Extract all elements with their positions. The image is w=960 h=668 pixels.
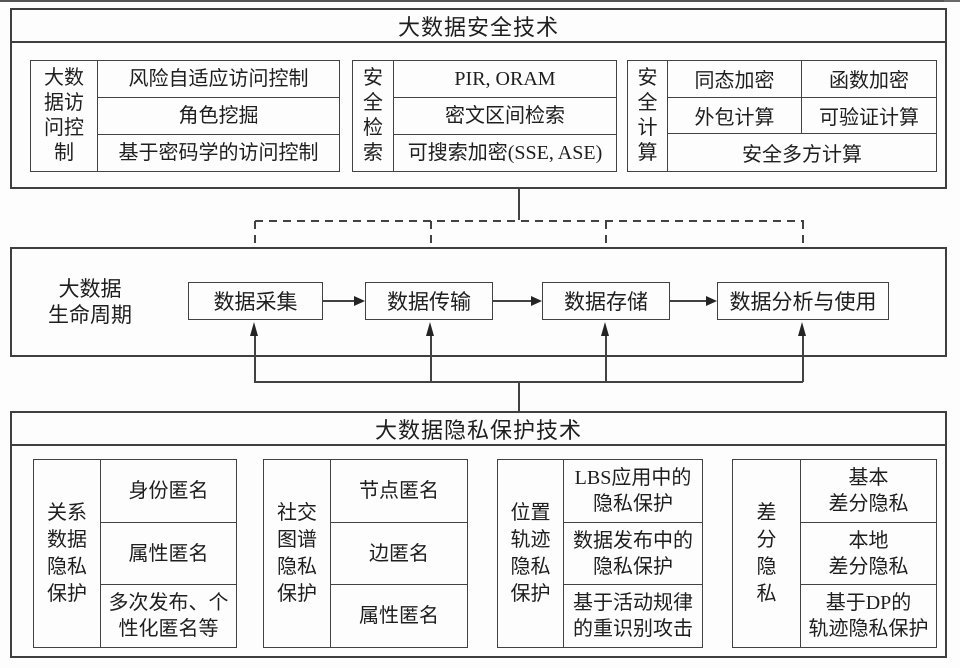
privacy-cell: 属性匿名	[359, 605, 439, 628]
social-graph-privacy-group: 社交 图谱 隐私 保护 节点匿名 边匿名 属性匿名	[263, 459, 468, 648]
secure-computation-grid: 同态加密 函数加密 外包计算 可验证计算 安全多方计算	[668, 61, 936, 171]
social-graph-privacy-rows: 节点匿名 边匿名 属性匿名	[331, 460, 467, 647]
privacy-panel-title: 大数据隐私保护技术	[12, 413, 945, 446]
privacy-cell: 本地 差分隐私	[801, 523, 936, 586]
privacy-cell: 边匿名	[331, 523, 467, 586]
lifecycle-label: 大数据 生命周期	[48, 277, 132, 327]
privacy-cell: 多次发布、个 性化匿名等	[108, 592, 229, 641]
privacy-cell: 数据发布中的 隐私保护	[564, 523, 702, 586]
tech-cell: PIR, ORAM	[394, 61, 616, 98]
right-arrow-icon	[531, 296, 542, 306]
access-control-rows: 风险自适应访问控制 角色挖掘 基于密码学的访问控制	[98, 61, 339, 171]
tech-cell: 外包计算	[668, 97, 802, 135]
privacy-cell: 基于活动规律 的重识别攻击	[573, 592, 693, 641]
tech-cell: 同态加密	[668, 61, 802, 98]
dashed-drop-line	[605, 221, 607, 259]
right-arrow-icon	[706, 296, 717, 306]
security-connector-stub	[518, 189, 520, 220]
differential-privacy-rows: 基本 差分隐私 本地 差分隐私 基于DP的 轨迹隐私保护	[801, 460, 936, 647]
secure-computation-label: 安 全 计 算	[628, 61, 668, 171]
location-trajectory-privacy-group: 位置 轨迹 隐私 保护 LBS应用中的 隐私保护 数据发布中的 隐私保护 基于活…	[497, 459, 703, 648]
solid-connector-horizontal	[254, 381, 803, 383]
relational-data-privacy-rows: 身份匿名 属性匿名 多次发布、个 性化匿名等	[101, 460, 236, 647]
tech-cell: 密文区间检索	[394, 98, 616, 135]
secure-retrieval-group: 安 全 检 索 PIR, ORAM 密文区间检索 可搜索加密(SSE, ASE)	[352, 60, 617, 172]
privacy-cell: 身份匿名	[101, 460, 236, 523]
tech-cell: 风险自适应访问控制	[98, 61, 339, 98]
location-trajectory-privacy-rows: LBS应用中的 隐私保护 数据发布中的 隐私保护 基于活动规律 的重识别攻击	[564, 460, 702, 647]
flow-arrow-line	[670, 300, 706, 302]
up-arrow-icon	[601, 322, 609, 336]
stage-data-analysis-use: 数据分析与使用	[717, 282, 889, 320]
access-control-group: 大数 据访 问控 制 风险自适应访问控制 角色挖掘 基于密码学的访问控制	[30, 60, 340, 172]
secure-retrieval-rows: PIR, ORAM 密文区间检索 可搜索加密(SSE, ASE)	[394, 61, 616, 171]
flow-arrow-line	[493, 300, 531, 302]
tech-cell: 函数加密	[802, 61, 936, 98]
tech-cell: 可验证计算	[802, 98, 936, 135]
privacy-cell: LBS应用中的 隐私保护	[564, 460, 702, 523]
tech-cell: 基于密码学的访问控制	[118, 142, 319, 164]
secure-retrieval-label: 安 全 检 索	[353, 61, 394, 171]
solid-rise-line	[802, 336, 804, 382]
up-arrow-icon	[250, 322, 258, 336]
right-arrow-icon	[354, 296, 365, 306]
flow-arrow-line	[323, 300, 355, 302]
dashed-drop-line	[802, 221, 804, 259]
relational-data-privacy-label: 关系 数据 隐私 保护	[34, 460, 101, 647]
access-control-label: 大数 据访 问控 制	[31, 61, 98, 171]
dashed-drop-line	[254, 221, 256, 259]
relational-data-privacy-group: 关系 数据 隐私 保护 身份匿名 属性匿名 多次发布、个 性化匿名等	[33, 459, 237, 648]
differential-privacy-group: 差 分 隐 私 基本 差分隐私 本地 差分隐私 基于DP的 轨迹隐私保护	[732, 459, 937, 648]
solid-rise-line	[605, 336, 607, 382]
solid-rise-line	[254, 336, 256, 382]
stage-data-collection: 数据采集	[188, 282, 323, 320]
tech-cell: 安全多方计算	[742, 144, 862, 167]
security-panel-title: 大数据安全技术	[12, 10, 945, 43]
social-graph-privacy-label: 社交 图谱 隐私 保护	[264, 460, 331, 647]
tech-cell: 可搜索加密(SSE, ASE)	[407, 142, 603, 164]
privacy-cell: 基本 差分隐私	[801, 460, 936, 523]
privacy-cell: 属性匿名	[101, 523, 236, 586]
stage-data-storage: 数据存储	[542, 282, 670, 320]
dashed-drop-line	[430, 221, 432, 259]
privacy-cell: 节点匿名	[331, 460, 467, 523]
solid-rise-line	[430, 336, 432, 382]
dashed-connector-horizontal	[255, 220, 804, 222]
page-rule-bottom	[0, 0, 944, 3]
location-trajectory-privacy-label: 位置 轨迹 隐私 保护	[498, 460, 564, 647]
stage-data-transmission: 数据传输	[365, 282, 493, 320]
privacy-connector-stub	[518, 381, 520, 411]
differential-privacy-label: 差 分 隐 私	[733, 460, 801, 647]
secure-computation-group: 安 全 计 算 同态加密 函数加密 外包计算 可验证计算 安全多方计算	[627, 60, 937, 172]
up-arrow-icon	[798, 322, 806, 336]
tech-cell: 角色挖掘	[98, 98, 339, 135]
up-arrow-icon	[426, 322, 434, 336]
privacy-cell: 基于DP的 轨迹隐私保护	[808, 592, 929, 641]
